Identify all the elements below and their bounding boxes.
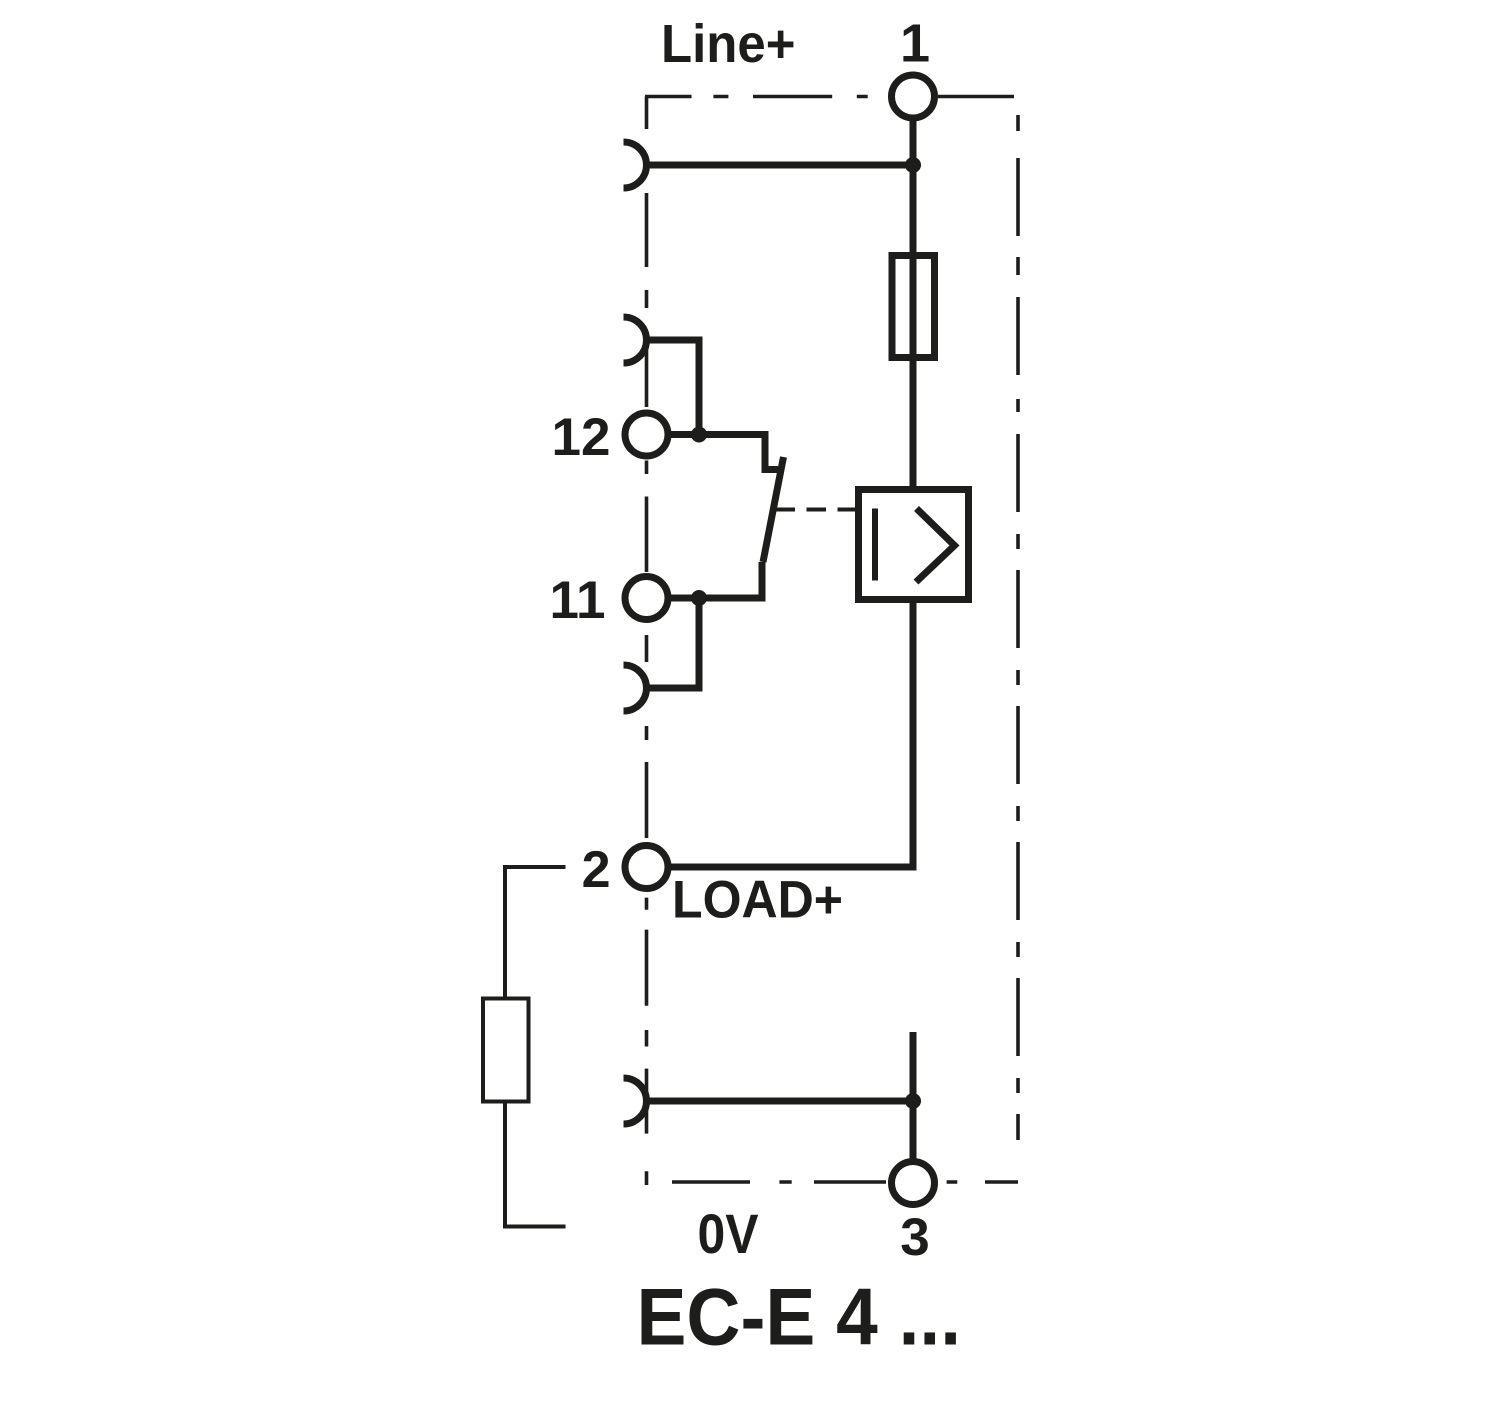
junction-dot-line [905, 157, 921, 173]
conductors [646, 96, 917, 1183]
net-label-load-plus: LOAD+ [672, 871, 843, 930]
wire-bypass-upper [646, 336, 703, 435]
terminal-circle-12 [621, 409, 672, 460]
plug-sockets [623, 138, 650, 1128]
terminal-label-12: 12 [552, 408, 611, 467]
terminal-circles [621, 71, 938, 1208]
labels: Line+ 1 12 11 2 LOAD+ 0V 3 EC-E 4 ... [549, 14, 961, 1363]
terminal-circle-3 [888, 1158, 938, 1208]
electronic-switch-block [855, 486, 972, 603]
terminal-circle-11 [621, 573, 672, 623]
fuse-symbol [888, 252, 938, 361]
load-wire-bottom [503, 1103, 566, 1229]
wire-contact-pivot [646, 562, 766, 602]
terminal-circle-2 [621, 842, 672, 892]
device-boundary-box [644, 94, 1020, 1185]
terminal-label-11: 11 [549, 571, 605, 630]
wire-bypass-lower [646, 598, 703, 692]
terminal-label-2: 2 [582, 841, 611, 899]
socket-contact-11 [623, 661, 650, 715]
load-resistor-symbol [481, 996, 531, 1104]
wire-load-output [646, 599, 917, 871]
socket-contact-0v [623, 1074, 650, 1128]
wire-contact-blade [759, 456, 787, 563]
junction-dot-12 [691, 426, 707, 443]
load-wire-top [503, 865, 566, 997]
net-label-line-plus: Line+ [661, 14, 796, 74]
terminal-circle-1 [888, 71, 938, 122]
switch-block-chevron-icon [913, 505, 960, 585]
external-load-circuit [481, 865, 566, 1229]
terminal-label-3: 3 [900, 1208, 929, 1267]
junction-dot-11 [691, 590, 707, 606]
socket-contact-line [623, 138, 650, 192]
junction-dot-0v [905, 1093, 921, 1109]
net-label-zero-volt: 0V [698, 1202, 759, 1265]
junction-dots [691, 157, 921, 1109]
diagram-title: EC-E 4 ... [637, 1273, 962, 1363]
socket-contact-12 [623, 313, 650, 367]
terminal-label-1: 1 [900, 14, 930, 74]
